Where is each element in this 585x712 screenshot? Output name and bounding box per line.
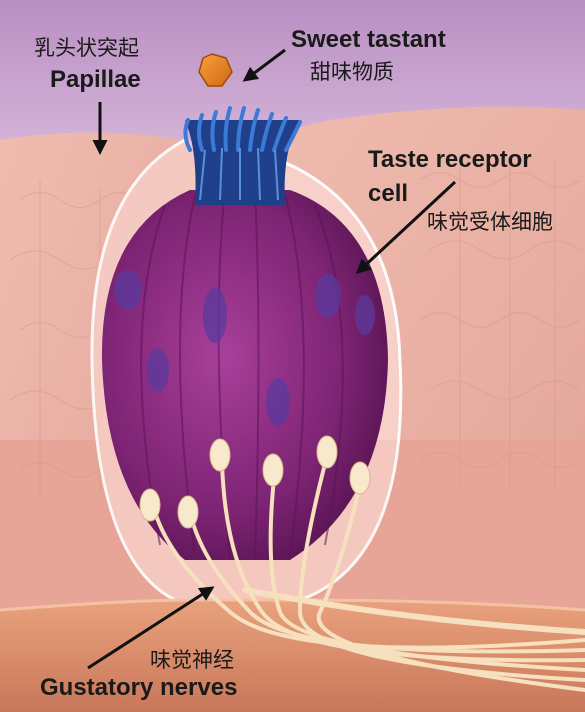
receptor-cell-label-zh: 味觉受体细胞 [427, 210, 553, 234]
receptor-cell-arrow [355, 180, 457, 275]
sweet-tastant-molecule [198, 53, 233, 87]
gustatory-nerves [153, 458, 585, 692]
receptor-cell-label-en-line2: cell [368, 180, 409, 207]
nerve-arrow [87, 586, 215, 670]
taste-receptor-cell [101, 189, 389, 561]
gustatory-nerves-label-zh: 味觉神经 [150, 648, 234, 672]
papillae-label-en: Papillae [50, 66, 141, 93]
basal-layer [0, 600, 585, 712]
gustatory-nerves-label-en: Gustatory nerves [40, 674, 238, 701]
papillae-label-zh: 乳头状突起 [34, 36, 139, 60]
nerve-endings [139, 435, 371, 529]
sweet-tastant-label-en: Sweet tastant [291, 26, 446, 53]
sweet-tastant-label-zh: 甜味物质 [310, 60, 394, 84]
receptor-cell-label-en-line1: Taste receptor [368, 146, 532, 173]
tastant-arrow [242, 48, 286, 82]
cell-cilia [183, 106, 302, 205]
